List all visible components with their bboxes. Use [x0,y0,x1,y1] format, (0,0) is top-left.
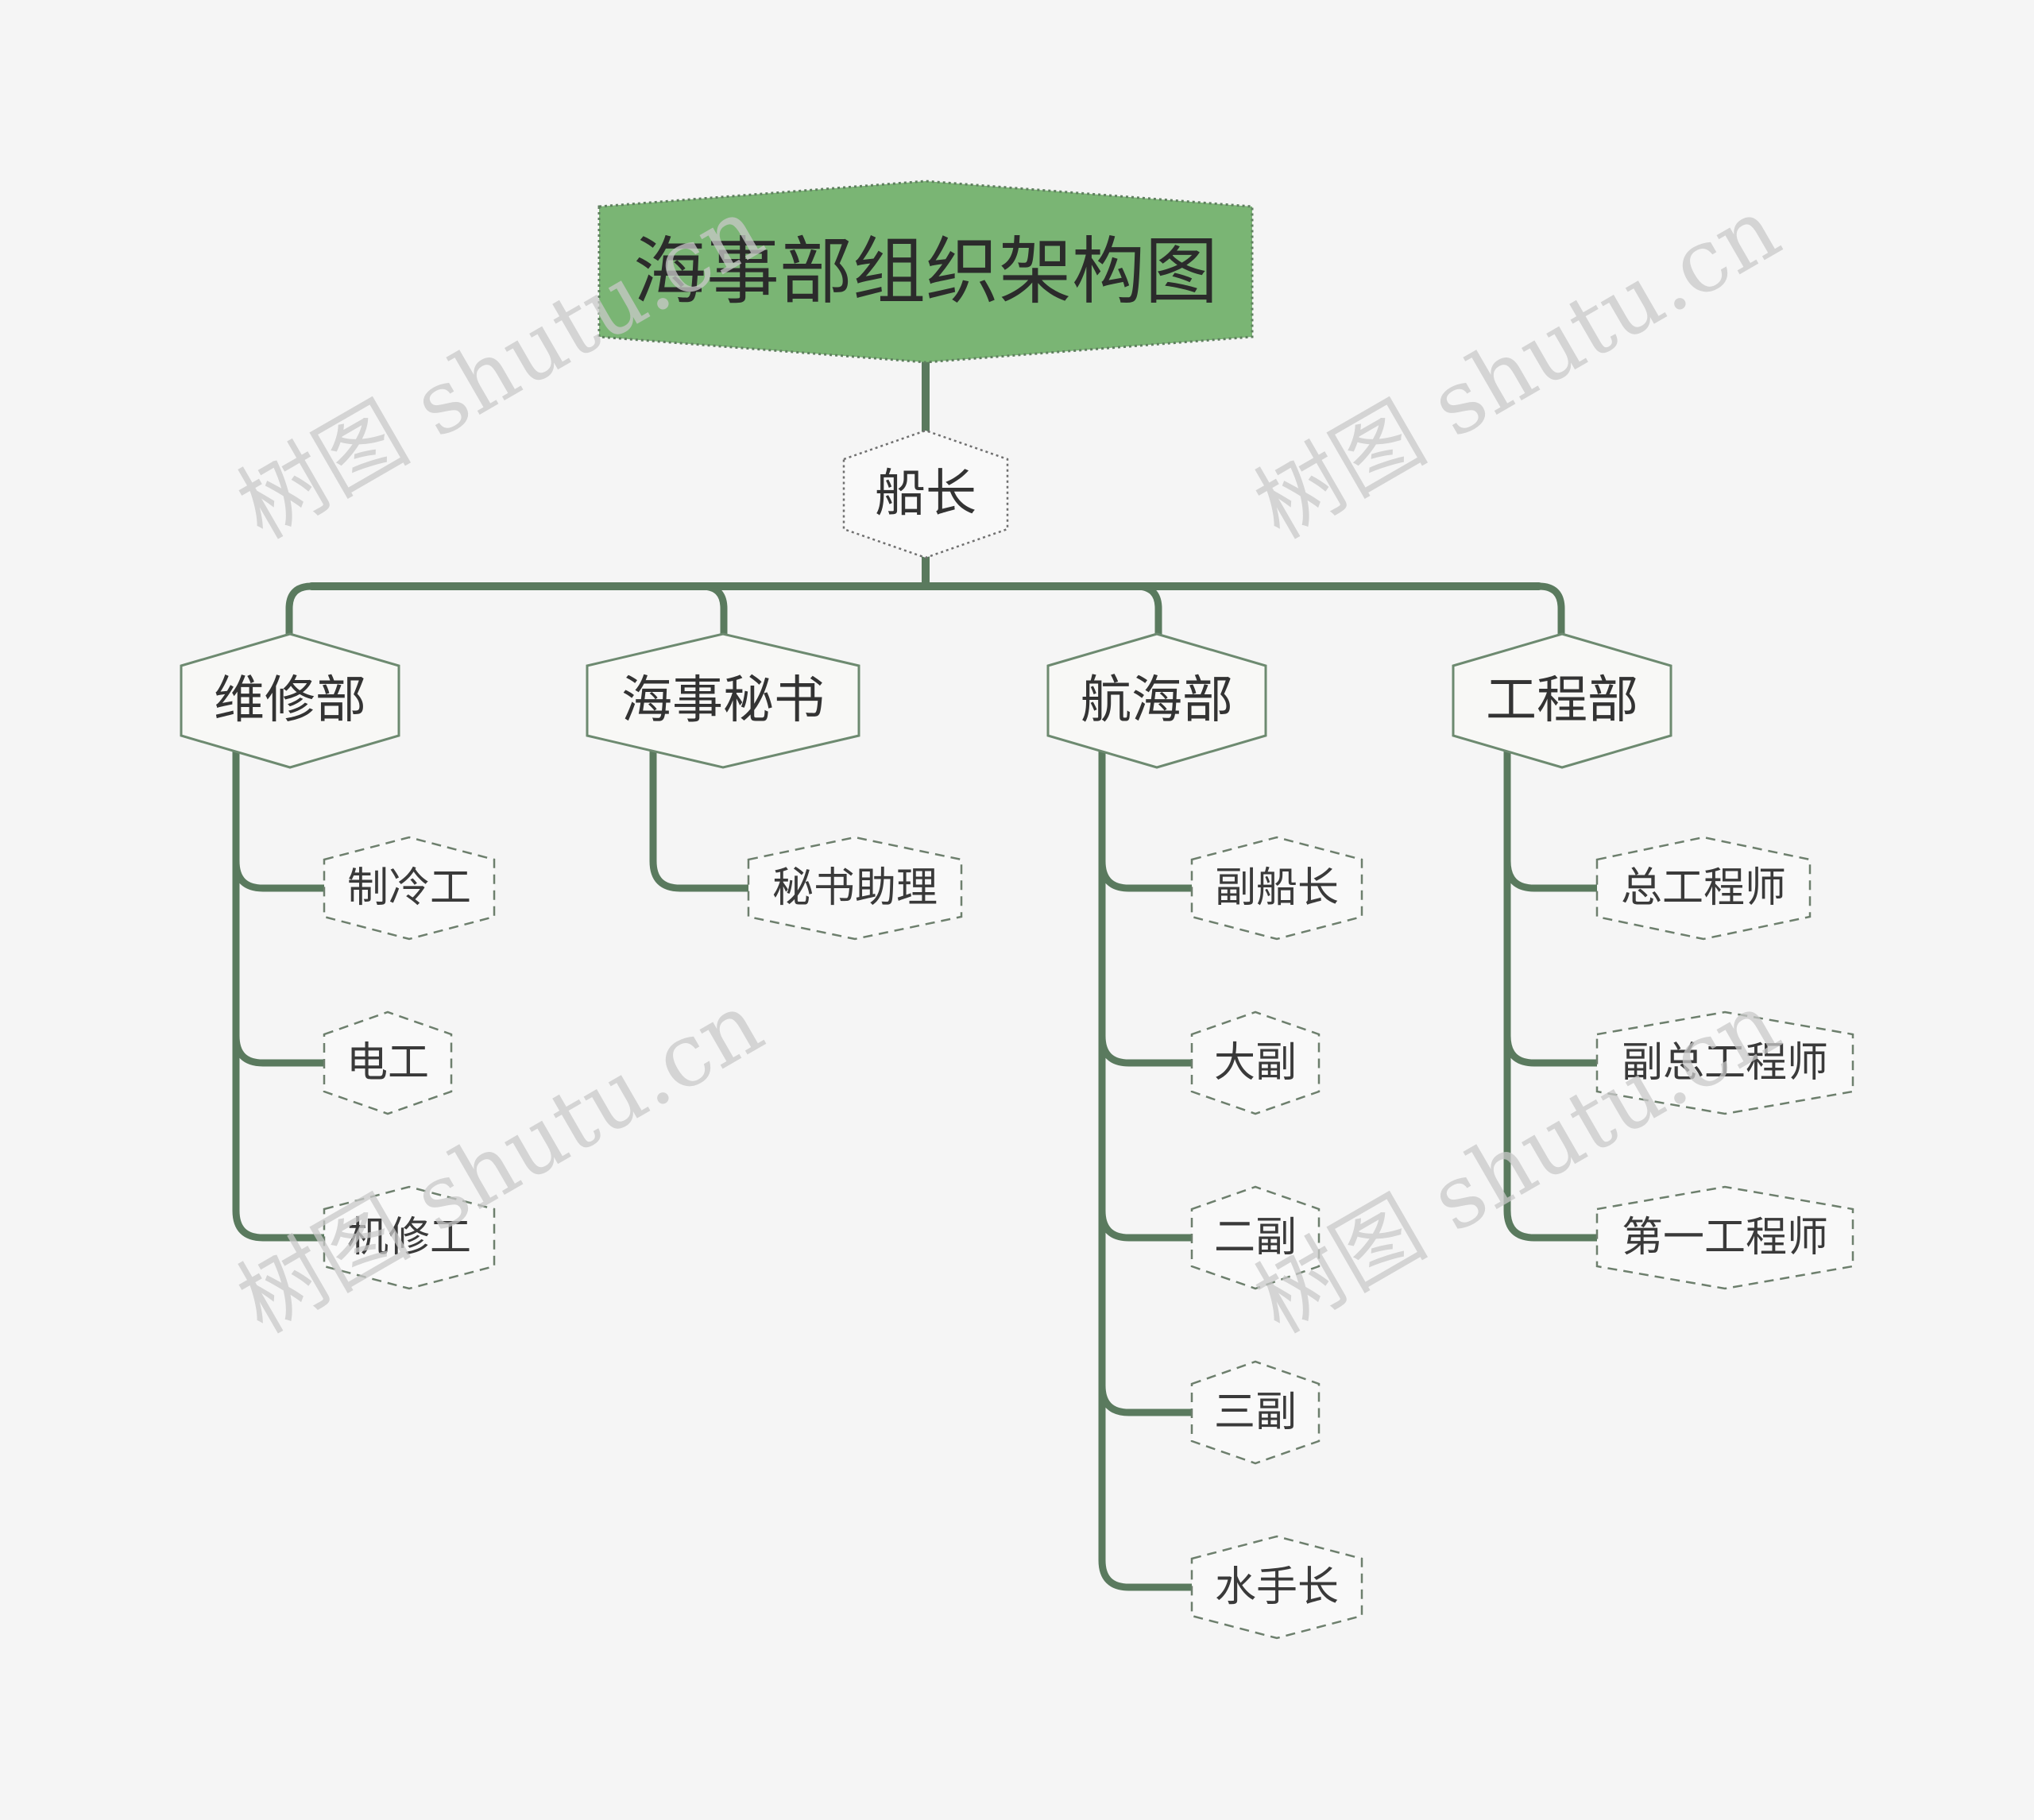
department-node-3-label: 航海部 [1081,671,1233,730]
ceo-node-shape [842,429,1009,559]
child-node-1-3-shape [323,1185,496,1290]
watermark-text: 树图 shutu.cn [1239,972,1796,1353]
child-node-3-3-shape [1190,1185,1321,1290]
ceo-node-label: 船长 [875,465,976,524]
watermark-text: 树图 shutu.cn [222,972,779,1353]
child-node-3-1[interactable]: 副船长 [1190,836,1363,941]
child-node-3-3-label: 二副 [1214,1214,1297,1262]
child-node-4-2-shape [1595,1010,1854,1115]
department-node-3-shape [1046,632,1267,769]
child-node-4-1[interactable]: 总工程师 [1595,836,1812,941]
child-node-3-3[interactable]: 二副 [1190,1185,1321,1290]
department-drop-connector [1132,582,1162,640]
child-node-1-1-label: 制冷工 [347,864,471,912]
department-drop-connector [285,582,315,640]
child-node-3-4-label: 三副 [1214,1389,1297,1436]
child-node-4-1-shape [1595,836,1812,941]
department-node-1-label: 维修部 [214,671,366,730]
department-node-2-shape [586,632,860,769]
child-node-4-3[interactable]: 第一工程师 [1595,1185,1854,1290]
child-node-4-1-label: 总工程师 [1621,864,1786,912]
child-node-1-3[interactable]: 机修工 [323,1185,496,1290]
child-node-3-4-shape [1190,1360,1321,1465]
child-node-4-3-label: 第一工程师 [1622,1214,1828,1262]
child-connector [649,711,752,892]
child-node-4-2-label: 副总工程师 [1622,1039,1828,1087]
child-node-2-1-label: 秘书助理 [772,864,938,912]
child-node-1-2-label: 电工 [346,1039,429,1087]
child-node-2-1-shape [747,836,963,941]
root-title-node-label: 海事部组织架构图 [633,230,1218,315]
child-node-1-1[interactable]: 制冷工 [323,836,496,941]
watermark-text: 树图 shutu.cn [222,178,779,558]
root-title-node[interactable]: 海事部组织架构图 [597,180,1254,364]
child-node-3-1-label: 副船长 [1215,864,1339,912]
department-node-4-label: 工程部 [1486,671,1638,730]
child-node-3-2-label: 大副 [1214,1039,1297,1087]
child-node-1-1-shape [323,836,496,941]
child-node-4-3-shape [1595,1185,1854,1290]
ceo-node[interactable]: 船长 [842,429,1009,559]
department-node-4-shape [1452,632,1672,769]
child-node-3-5[interactable]: 水手长 [1190,1535,1363,1640]
department-node-2-label: 海事秘书 [621,671,825,730]
child-node-3-5-shape [1190,1535,1363,1640]
child-node-2-1[interactable]: 秘书助理 [747,836,963,941]
department-node-1-shape [180,632,400,769]
child-node-1-2[interactable]: 电工 [323,1010,453,1115]
child-connector [232,711,328,1242]
child-node-3-2-shape [1190,1010,1321,1115]
child-node-3-4[interactable]: 三副 [1190,1360,1321,1465]
department-node-4[interactable]: 工程部 [1452,632,1672,769]
child-node-1-3-label: 机修工 [347,1214,471,1262]
child-node-3-2[interactable]: 大副 [1190,1010,1321,1115]
child-node-1-2-shape [323,1010,453,1115]
department-drop-connector [698,582,728,640]
root-title-node-shape [597,180,1254,364]
child-node-4-2[interactable]: 副总工程师 [1595,1010,1854,1115]
department-node-1[interactable]: 维修部 [180,632,400,769]
child-connector [1098,711,1196,1242]
watermark-text: 树图 shutu.cn [1239,178,1796,558]
child-connector [1098,711,1196,1591]
department-node-2[interactable]: 海事秘书 [586,632,860,769]
child-node-3-5-label: 水手长 [1215,1563,1339,1611]
child-connector [1503,711,1601,1242]
department-drop-connector [1535,582,1565,640]
child-node-3-1-shape [1190,836,1363,941]
connector-lines [232,346,1601,1591]
department-node-3[interactable]: 航海部 [1046,632,1267,769]
